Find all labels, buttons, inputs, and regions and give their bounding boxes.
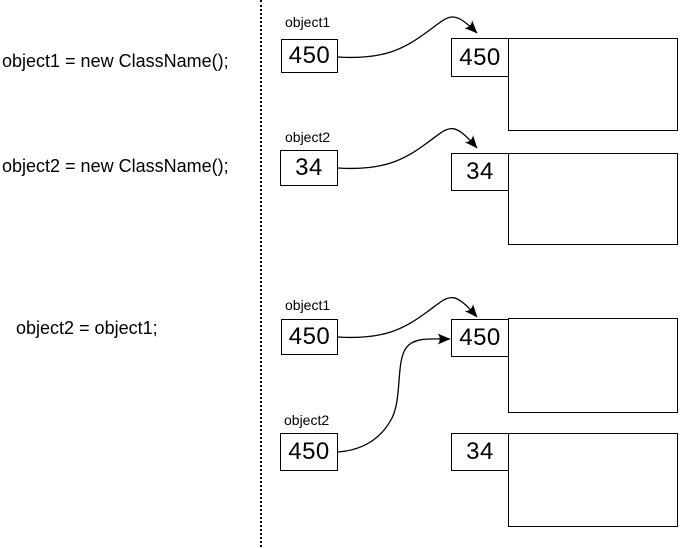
group3-variable-label: object1 [285, 297, 331, 313]
group3-variable-value: 450 [288, 323, 331, 350]
group1-variable-label: object1 [285, 14, 331, 30]
group4-object-address: 34 [466, 438, 494, 465]
group3-variable-box: 450 [281, 319, 338, 355]
group2-variable-box: 34 [280, 150, 338, 186]
group4-object-address-cell: 34 [451, 433, 509, 471]
group1-variable-box: 450 [281, 39, 338, 73]
group4-variable-box: 450 [280, 433, 338, 471]
group2-object-address: 34 [466, 158, 494, 185]
group2-variable-value: 34 [295, 154, 323, 181]
group1-object-address: 450 [459, 43, 501, 71]
group1-object-address-cell: 450 [451, 38, 509, 77]
group4-variable-value: 450 [288, 438, 330, 465]
group1-variable-value: 450 [288, 42, 331, 69]
group3-object-address: 450 [459, 324, 501, 351]
group2-object-box [508, 153, 678, 245]
code-line-3: object2 = object1; [16, 318, 158, 338]
group3-object-address-cell: 450 [451, 319, 509, 357]
code-line-2: object2 = new ClassName(); [2, 156, 229, 176]
reference-arrow-4 [337, 333, 451, 453]
group1-object-box [508, 38, 678, 131]
group2-variable-label: object2 [285, 129, 331, 145]
code-line-1: object1 = new ClassName(); [2, 51, 229, 71]
group2-object-address-cell: 34 [451, 153, 509, 191]
group4-variable-label: object2 [284, 412, 330, 428]
separator-dotted-line [260, 0, 262, 547]
group3-object-box [508, 318, 678, 413]
group4-object-box [508, 433, 678, 527]
